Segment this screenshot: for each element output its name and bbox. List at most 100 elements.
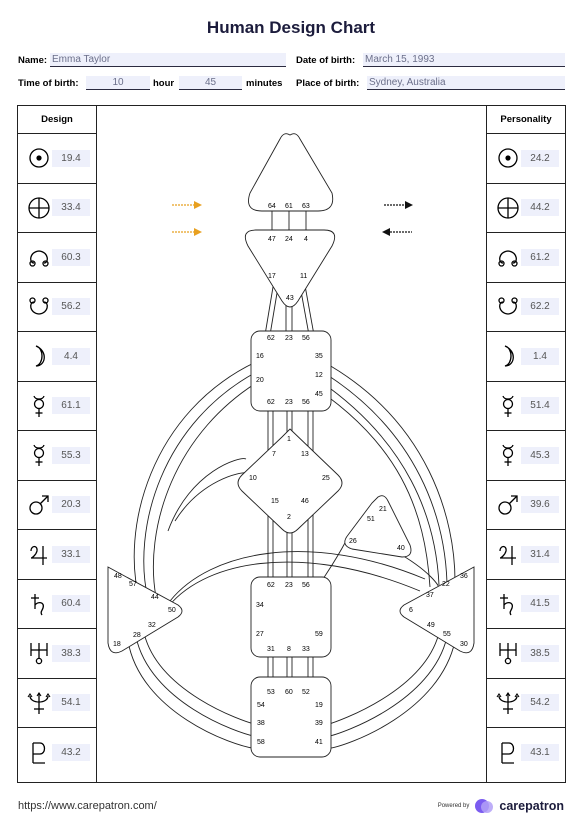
footer-url[interactable]: https://www.carepatron.com/ <box>18 800 157 812</box>
design-value[interactable]: 54.1 <box>52 694 90 712</box>
sacral-center <box>250 576 332 658</box>
gate-label: 21 <box>379 506 387 513</box>
pluto-icon <box>26 740 52 766</box>
page-title: Human Design Chart <box>206 18 376 37</box>
personality-value[interactable]: 62.2 <box>521 298 559 316</box>
gate-label: 39 <box>315 720 323 727</box>
bodygraph-frame: 64 61 63 47 24 4 17 11 43 62 23 56 16 35… <box>96 105 487 783</box>
neptune-icon <box>26 690 52 716</box>
design-row: 60.3 <box>18 233 96 283</box>
personality-value[interactable]: 31.4 <box>521 545 559 563</box>
design-value[interactable]: 38.3 <box>52 644 90 662</box>
design-value[interactable]: 4.4 <box>52 347 90 365</box>
root-center <box>250 676 332 758</box>
venus-icon <box>26 442 52 468</box>
design-value[interactable]: 20.3 <box>52 496 90 514</box>
tob-hour-field[interactable]: 10 <box>86 76 150 90</box>
neptune-icon <box>495 690 521 716</box>
personality-header: Personality <box>487 106 565 134</box>
personality-value[interactable]: 24.2 <box>521 149 559 167</box>
design-value[interactable]: 33.4 <box>52 199 90 217</box>
uranus-icon <box>495 640 521 666</box>
dob-field[interactable]: March 15, 1993 <box>363 53 565 67</box>
g-center <box>237 428 343 534</box>
gate-label: 31 <box>267 646 275 653</box>
personality-row: 1.4 <box>487 332 565 382</box>
personality-value[interactable]: 54.2 <box>521 694 559 712</box>
personality-value[interactable]: 51.4 <box>521 397 559 415</box>
gate-label: 46 <box>301 498 309 505</box>
personality-row: 38.5 <box>487 629 565 679</box>
gate-label: 32 <box>148 622 156 629</box>
gate-label: 34 <box>256 602 264 609</box>
design-row: 33.4 <box>18 184 96 233</box>
gate-label: 59 <box>315 631 323 638</box>
design-value[interactable]: 61.1 <box>52 397 90 415</box>
gate-label: 22 <box>442 581 450 588</box>
gate-label: 30 <box>460 641 468 648</box>
gate-labels: 64 61 63 47 24 4 17 11 43 62 23 56 16 35… <box>113 203 468 746</box>
jupiter-icon <box>26 541 52 567</box>
personality-value[interactable]: 41.5 <box>521 595 559 613</box>
design-value[interactable]: 19.4 <box>52 149 90 167</box>
gate-label: 63 <box>302 203 310 210</box>
saturn-icon <box>26 591 52 617</box>
design-value[interactable]: 55.3 <box>52 446 90 464</box>
name-field[interactable]: Emma Taylor <box>50 53 286 67</box>
personality-value[interactable]: 45.3 <box>521 446 559 464</box>
uranus-icon <box>26 640 52 666</box>
design-row: 33.1 <box>18 530 96 580</box>
design-value[interactable]: 56.2 <box>52 298 90 316</box>
personality-value[interactable]: 1.4 <box>521 347 559 365</box>
tob-minutes-field[interactable]: 45 <box>179 76 242 90</box>
personality-value[interactable]: 43.1 <box>521 744 559 762</box>
gate-label: 43 <box>286 295 294 302</box>
design-row: 54.1 <box>18 679 96 728</box>
sun-icon <box>26 145 52 171</box>
gate-label: 45 <box>315 391 323 398</box>
design-value[interactable]: 43.2 <box>52 744 90 762</box>
personality-value[interactable]: 44.2 <box>521 199 559 217</box>
gate-label: 55 <box>443 631 451 638</box>
design-row: 61.1 <box>18 382 96 431</box>
gate-label: 41 <box>315 739 323 746</box>
gate-label: 23 <box>285 335 293 342</box>
personality-row: 41.5 <box>487 580 565 629</box>
personality-row: 39.6 <box>487 481 565 530</box>
design-row: 4.4 <box>18 332 96 382</box>
gate-label: 53 <box>267 689 275 696</box>
gate-label: 25 <box>322 475 330 482</box>
gate-label: 64 <box>268 203 276 210</box>
gate-label: 51 <box>367 516 375 523</box>
design-value[interactable]: 60.3 <box>52 248 90 266</box>
gate-label: 8 <box>287 646 291 653</box>
hour-label: hour <box>153 78 175 89</box>
north-node-icon <box>26 244 52 270</box>
design-row: 19.4 <box>18 134 96 184</box>
ajna-center <box>244 229 336 308</box>
footer-brand[interactable]: Powered by carepatron <box>438 798 564 814</box>
design-value[interactable]: 60.4 <box>52 595 90 613</box>
gate-label: 37 <box>426 592 434 599</box>
mercury-icon <box>495 393 521 419</box>
gate-label: 19 <box>315 702 323 709</box>
gate-label: 61 <box>285 203 293 210</box>
personality-row: 54.2 <box>487 679 565 728</box>
personality-value[interactable]: 39.6 <box>521 496 559 514</box>
personality-value[interactable]: 38.5 <box>521 644 559 662</box>
mercury-icon <box>26 393 52 419</box>
gate-label: 2 <box>287 514 291 521</box>
personality-row: 44.2 <box>487 184 565 233</box>
south-node-icon <box>26 294 52 320</box>
gate-label: 33 <box>302 646 310 653</box>
design-arrows <box>172 201 202 236</box>
design-value[interactable]: 33.1 <box>52 545 90 563</box>
gate-label: 12 <box>315 372 323 379</box>
gate-label: 13 <box>301 451 309 458</box>
personality-value[interactable]: 61.2 <box>521 248 559 266</box>
gate-label: 23 <box>285 582 293 589</box>
pob-field[interactable]: Sydney, Australia <box>367 76 565 90</box>
pob-label: Place of birth: <box>296 78 360 89</box>
gate-label: 10 <box>249 475 257 482</box>
name-label: Name: <box>18 55 48 66</box>
